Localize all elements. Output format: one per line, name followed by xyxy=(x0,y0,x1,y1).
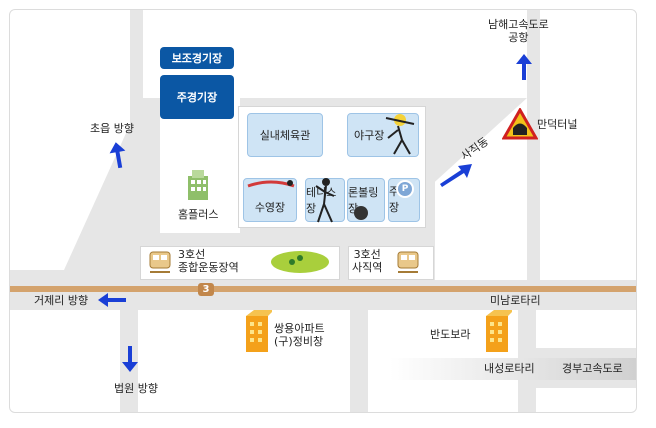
block-bottom-left xyxy=(10,310,120,412)
road-gradient xyxy=(390,358,636,380)
main-road xyxy=(10,286,636,292)
map-frame: 3 보조경기장 주경기장 홈플러스 실내체육관 야구장 수영장 테니스장 론볼링… xyxy=(9,9,637,413)
building-icon xyxy=(246,310,272,352)
sub-stadium-box[interactable]: 보조경기장 xyxy=(160,47,234,69)
swimmer-icon xyxy=(247,180,295,188)
building-icon xyxy=(486,310,512,352)
ssangyong-label: 쌍용아파트 (구)정비창 xyxy=(274,322,325,348)
station-strip-right xyxy=(348,246,434,280)
bowling-ball-icon xyxy=(354,206,368,220)
block-complex-left xyxy=(160,98,240,233)
indoor-gym[interactable]: 실내체육관 xyxy=(247,113,323,157)
bandobora-label: 반도보라 xyxy=(430,328,471,341)
parking-icon: P xyxy=(396,180,414,198)
station-sports-label: 3호선 종합운동장역 xyxy=(178,248,239,274)
arrow-up-icon xyxy=(109,142,126,169)
arrow-upright-icon xyxy=(440,164,472,187)
block-bottom-mid xyxy=(138,310,350,412)
tennis-player-icon xyxy=(315,178,335,223)
geoje-label: 거제리 방향 xyxy=(34,294,89,307)
choeup-label: 초읍 방향 xyxy=(90,122,134,135)
tunnel-warning-icon xyxy=(502,108,538,140)
route-shield: 3 xyxy=(198,283,214,296)
station-sajik-label: 3호선 사직역 xyxy=(352,248,383,274)
baseball-player-icon xyxy=(385,114,415,155)
block-bottom-right xyxy=(536,310,636,348)
arrow-up-icon xyxy=(516,54,532,80)
court-label: 법원 방향 xyxy=(114,382,158,395)
arrow-left-icon xyxy=(98,293,126,307)
homeplus-label: 홈플러스 xyxy=(178,208,219,221)
building-icon xyxy=(188,170,208,200)
gyeongbu-label: 경부고속도로 xyxy=(562,362,623,375)
block-bottom-right2 xyxy=(536,388,636,412)
minam-label: 미남로타리 xyxy=(490,294,541,307)
airport-label: 남해고속도로 공항 xyxy=(488,18,549,44)
main-stadium-box[interactable]: 주경기장 xyxy=(160,75,234,119)
naeseong-label: 내성로타리 xyxy=(484,362,535,375)
arrow-down-icon xyxy=(122,346,138,372)
subway-train-icon xyxy=(149,251,171,273)
park-icon xyxy=(271,251,329,273)
block-top-right xyxy=(540,10,636,280)
subway-train-icon xyxy=(397,251,419,273)
tunnel-label: 만덕터널 xyxy=(537,118,578,131)
